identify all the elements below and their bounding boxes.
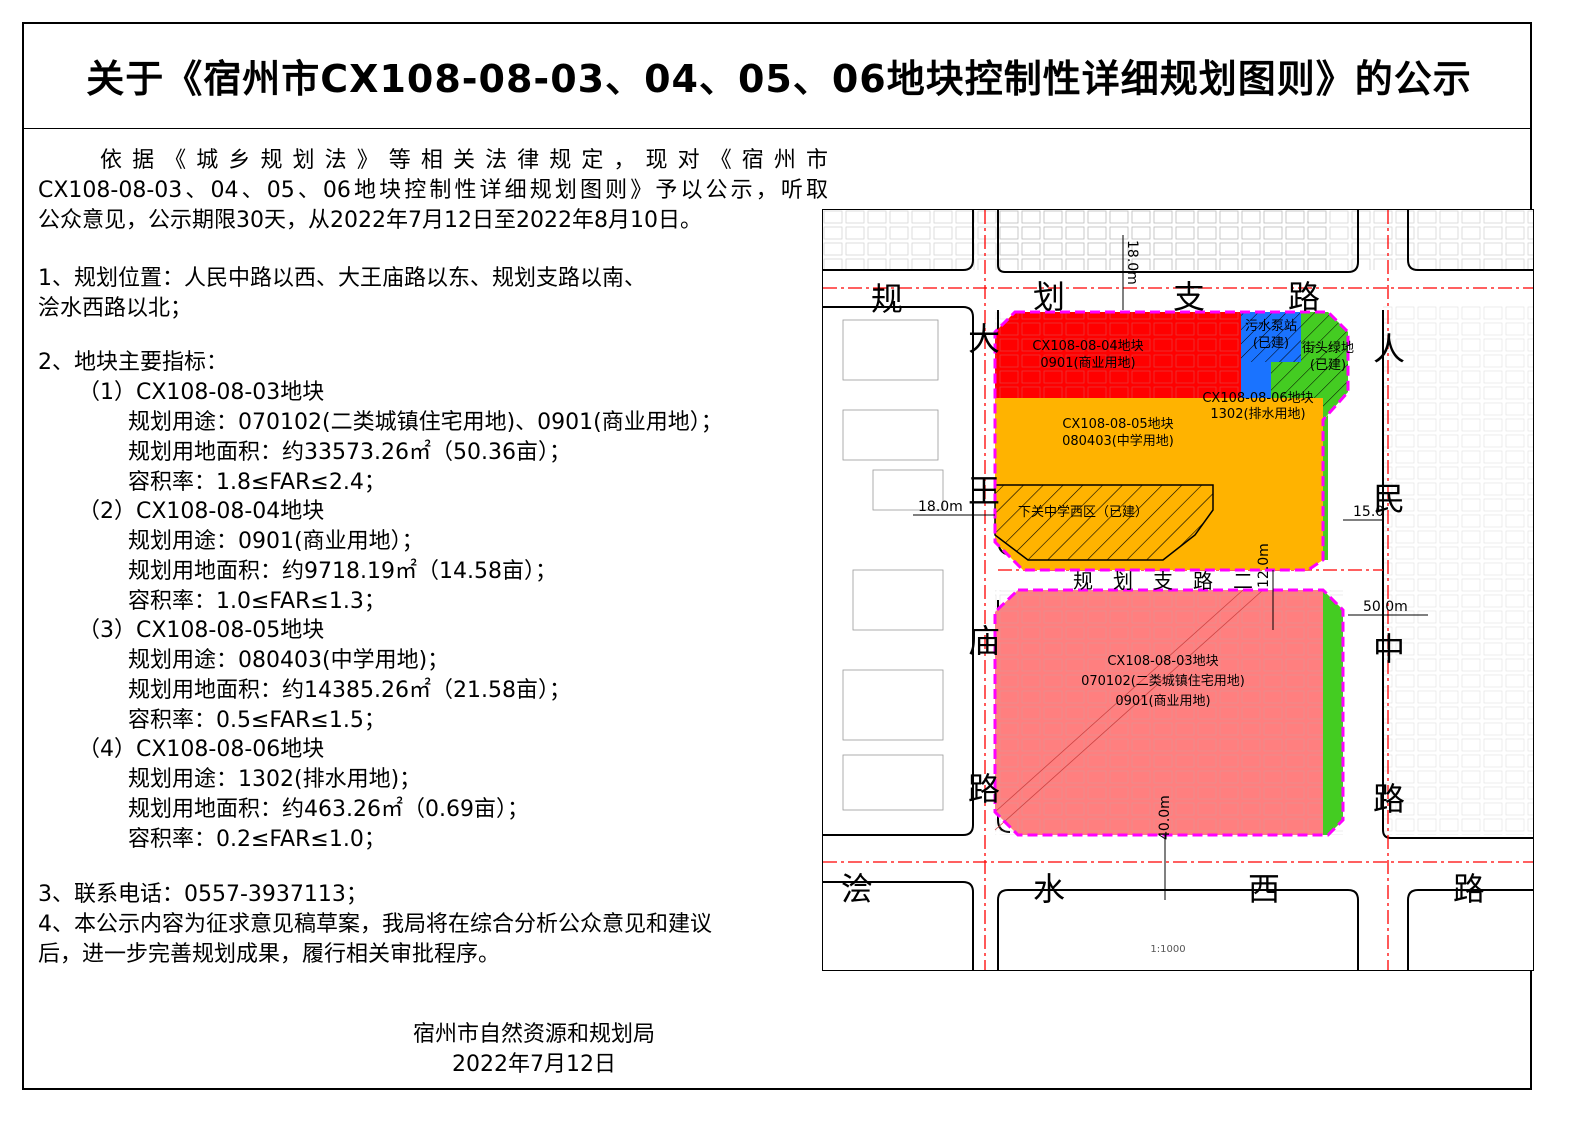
planning-boundary bbox=[993, 310, 1350, 837]
plot05-label-2: 080403(中学用地) bbox=[1062, 433, 1174, 449]
plot03-label-1: CX108-08-03地块 bbox=[1107, 654, 1218, 669]
plot-1-far: 容积率：1.8≤FAR≤2.4； bbox=[128, 470, 386, 495]
title-divider bbox=[24, 128, 1532, 129]
dim-north-label: 18.0m bbox=[1124, 240, 1140, 285]
intro-line-3: 公众意见，公示期限30天，从2022年7月12日至2022年8月10日。 bbox=[38, 208, 702, 233]
plot05-label-1: CX108-08-05地块 bbox=[1062, 417, 1173, 432]
signature-org: 宿州市自然资源和规划局 bbox=[412, 1022, 655, 1047]
school-existing-area bbox=[994, 484, 1214, 561]
signature-date: 2022年7月12日 bbox=[452, 1052, 616, 1077]
pump-label-2: (已建) bbox=[1253, 336, 1289, 351]
plot-1-name: （1）CX108-08-03地块 bbox=[78, 380, 325, 405]
intro-line-1: 依据《城乡规划法》等相关法律规定，现对《宿州市 bbox=[100, 148, 828, 173]
road-north-char-3: 支 bbox=[1173, 278, 1205, 316]
plot-2-use: 规划用途：0901(商业用地）； bbox=[128, 529, 424, 554]
road-south-char-1: 浍 bbox=[841, 870, 873, 908]
dim-west-label: 18.0m bbox=[918, 499, 963, 515]
road-east-char-2: 民 bbox=[1373, 480, 1405, 518]
plot-2-name: （2）CX108-08-04地块 bbox=[78, 499, 325, 524]
note-line-2: 后，进一步完善规划成果，履行相关审批程序。 bbox=[38, 942, 501, 967]
map-scale: 1:1000 bbox=[1150, 944, 1185, 955]
plot-3-area: 规划用地面积：约14385.26㎡（21.58亩）； bbox=[128, 678, 571, 703]
dimension-lines bbox=[913, 235, 1428, 900]
plot-4-area: 规划用地面积：约463.26㎡（0.69亩）； bbox=[128, 797, 529, 822]
pump-label-1: 污水泵站 bbox=[1245, 319, 1297, 334]
plot03-label-2: 070102(二类城镇住宅用地) bbox=[1081, 674, 1245, 689]
school-label: 下关中学西区（已建） bbox=[1018, 504, 1148, 520]
map-background bbox=[823, 210, 1533, 835]
plot03-label-3: 0901(商业用地) bbox=[1115, 694, 1210, 709]
road-mid-char-3: 支 bbox=[1153, 569, 1173, 593]
plot-4-far: 容积率：0.2≤FAR≤1.0； bbox=[128, 827, 386, 852]
plot06-label-2: 1302(排水用地) bbox=[1210, 407, 1305, 422]
road-south-char-4: 路 bbox=[1453, 870, 1485, 908]
plot06-label-1: CX108-08-06地块 bbox=[1202, 391, 1313, 406]
page-title: 关于《宿州市CX108-08-03、04、05、06地块控制性详细规划图则》的公… bbox=[86, 57, 1472, 101]
plot-3-name: （3）CX108-08-05地块 bbox=[78, 618, 325, 643]
plot-2-area: 规划用地面积：约9718.19㎡（14.58亩）； bbox=[128, 559, 557, 584]
plot-2-far: 容积率：1.0≤FAR≤1.3； bbox=[128, 589, 386, 614]
green-label-1: 街头绿地 bbox=[1302, 341, 1354, 356]
road-mid-char-2: 划 bbox=[1113, 569, 1133, 593]
notice-frame: 关于《宿州市CX108-08-03、04、05、06地块控制性详细规划图则》的公… bbox=[22, 22, 1534, 1090]
note-line-1: 4、本公示内容为征求意见稿草案，我局将在综合分析公众意见和建议 bbox=[38, 912, 712, 937]
road-west-char-2: 王 bbox=[968, 472, 1000, 510]
dim-south-label: 40.0m bbox=[1157, 795, 1173, 840]
green-belt-east bbox=[1323, 415, 1343, 835]
road-west-char-4: 路 bbox=[968, 770, 1000, 808]
intro-paragraph: 依据《城乡规划法》等相关法律规定，现对《宿州市 CX108-08-03、04、0… bbox=[38, 146, 828, 236]
plot-4-name: （4）CX108-08-06地块 bbox=[78, 737, 325, 762]
plot04-label-2: 0901(商业用地) bbox=[1040, 356, 1135, 371]
road-west-char-1: 大 bbox=[968, 320, 1000, 358]
plot-3-far: 容积率：0.5≤FAR≤1.5； bbox=[128, 708, 386, 733]
road-east-char-4: 路 bbox=[1373, 780, 1405, 818]
dim-east-label: 15.0 bbox=[1353, 504, 1384, 520]
plot-1-area: 规划用地面积：约33573.26㎡（50.36亩）； bbox=[128, 440, 571, 465]
road-north-char-4: 路 bbox=[1288, 278, 1320, 316]
plot-1-use: 规划用途：070102(二类城镇住宅用地)、0901(商业用地）； bbox=[128, 410, 723, 435]
road-east-char-3: 中 bbox=[1373, 630, 1405, 668]
road-mid-char-4: 路 bbox=[1193, 569, 1213, 593]
road-west-char-3: 庙 bbox=[968, 622, 1000, 660]
plot-3-use: 规划用途：080403(中学用地)； bbox=[128, 648, 450, 673]
road-mid-char-1: 规 bbox=[1073, 569, 1093, 593]
road-north-char-1: 规 bbox=[871, 280, 903, 318]
dim-mid-label: 12.0m bbox=[1256, 543, 1272, 588]
plot-4-use: 规划用途：1302(排水用地)； bbox=[128, 767, 422, 792]
road-south-char-3: 西 bbox=[1248, 870, 1280, 908]
dim-east2-label: 50.0m bbox=[1363, 599, 1408, 615]
plot-04-area bbox=[995, 312, 1241, 398]
intro-line-2: CX108-08-03、04、05、06地块控制性详细规划图则》予以公示，听取 bbox=[38, 178, 828, 203]
location-line-2: 浍水西路以北； bbox=[38, 296, 193, 321]
road-mid-char-5: 二 bbox=[1233, 569, 1253, 593]
road-south-char-2: 水 bbox=[1033, 870, 1065, 908]
plot04-label-1: CX108-08-04地块 bbox=[1032, 339, 1143, 354]
plot-03-area bbox=[994, 589, 1343, 835]
road-centerlines bbox=[823, 210, 1533, 970]
indicators-heading: 2、地块主要指标： bbox=[38, 350, 228, 375]
road-east-char-1: 人 bbox=[1373, 330, 1405, 368]
plan-map: 规 划 支 路 大 王 庙 路 人 民 中 路 浍 水 西 路 规 划 支 bbox=[822, 209, 1534, 971]
location-line-1: 1、规划位置：人民中路以西、大王庙路以东、规划支路以南、 bbox=[38, 266, 646, 291]
green-label-2: (已建) bbox=[1310, 358, 1346, 373]
contact-line: 3、联系电话：0557-3937113； bbox=[38, 882, 368, 907]
road-north-char-2: 划 bbox=[1033, 278, 1065, 316]
plot-06-pump bbox=[1241, 312, 1301, 398]
